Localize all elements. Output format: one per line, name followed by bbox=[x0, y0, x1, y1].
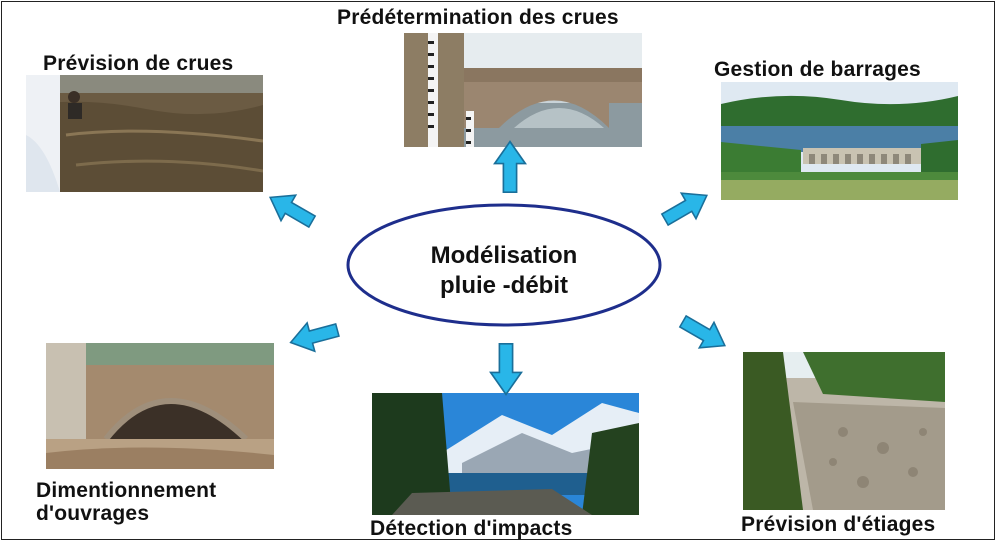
label-gestion-barrages: Gestion de barrages bbox=[714, 58, 921, 81]
arrow-up-right bbox=[656, 181, 715, 234]
arrow-down-left bbox=[286, 315, 342, 358]
photo-flood bbox=[26, 75, 263, 192]
center-title-line1: Modélisation bbox=[430, 242, 578, 269]
label-prevision-etiages: Prévision d'étiages bbox=[741, 513, 936, 536]
center-title-line2: pluie -débit bbox=[440, 272, 568, 299]
center-ellipse bbox=[346, 203, 662, 327]
photo-bridge-gauge bbox=[404, 33, 642, 147]
arrow-up-left bbox=[262, 183, 321, 236]
photo-dry-riverbed bbox=[743, 352, 945, 510]
center-title: Modélisation pluie -débit bbox=[345, 241, 663, 301]
arrow-up bbox=[493, 140, 527, 194]
photo-dam bbox=[721, 82, 958, 200]
label-prevision-crues: Prévision de crues bbox=[43, 52, 234, 75]
label-predetermination-crues: Prédétermination des crues bbox=[337, 6, 619, 29]
arrow-down-right bbox=[674, 307, 733, 360]
photo-culvert bbox=[46, 343, 274, 469]
label-dimensionnement-line1: Dimentionnement bbox=[36, 479, 217, 502]
arrow-down bbox=[489, 342, 523, 396]
label-detection-impacts: Détection d'impacts bbox=[370, 517, 573, 540]
label-dimensionnement-line2: d'ouvrages bbox=[36, 502, 150, 525]
photo-mountain-lake bbox=[372, 393, 639, 515]
